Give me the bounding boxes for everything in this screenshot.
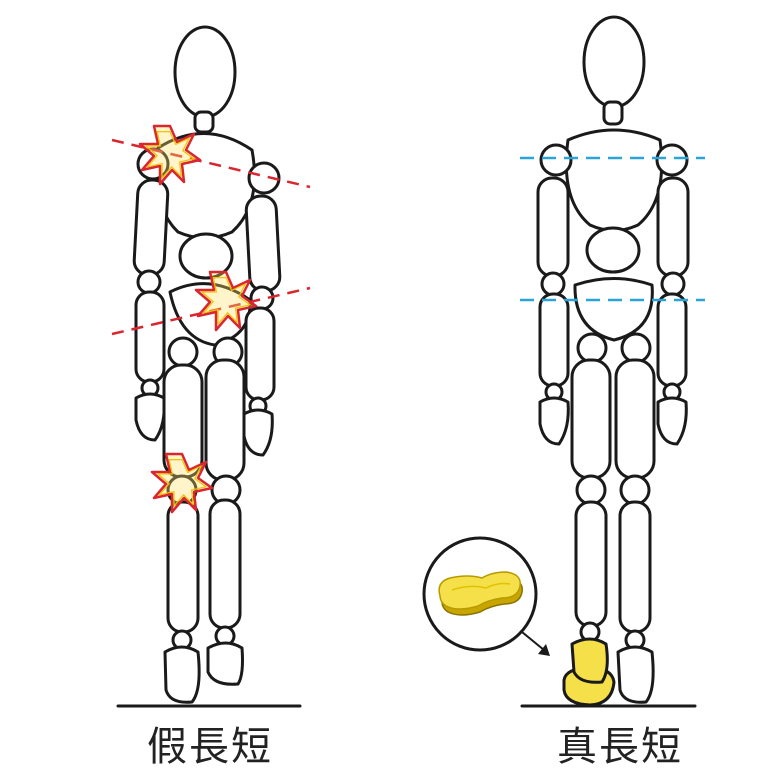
right-foot-l	[570, 637, 609, 684]
left-shin-l	[166, 500, 200, 634]
right-hip-l	[576, 332, 608, 364]
left-hand-l	[134, 392, 166, 442]
left-forearm-r	[244, 306, 276, 402]
left-forearm-l	[134, 290, 166, 384]
insole-foot	[562, 637, 616, 707]
left-hip-l	[167, 336, 199, 368]
left-head	[173, 25, 237, 119]
left-neck	[193, 110, 215, 134]
shoulder-tilt-line	[111, 138, 311, 189]
left-figure	[116, 25, 302, 708]
right-pelvis	[573, 277, 654, 342]
right-forearm-r	[656, 292, 688, 388]
left-hand-r	[242, 408, 274, 457]
right-figure	[520, 15, 697, 708]
right-abdomen	[585, 226, 641, 274]
right-foot-r	[616, 645, 655, 704]
left-elbow-l	[136, 269, 162, 295]
left-abdomen	[178, 232, 234, 280]
right-forearm-l	[538, 292, 570, 388]
right-chest	[564, 128, 664, 232]
left-shin-r	[208, 498, 242, 630]
left-thigh-r	[204, 358, 246, 482]
right-knee-r	[619, 474, 651, 506]
insole-callout	[422, 536, 550, 656]
right-thigh-l	[570, 358, 612, 480]
callout-arrow-head	[538, 644, 550, 656]
right-elbow-l	[540, 271, 566, 297]
right-thigh-r	[614, 358, 656, 480]
right-hand-r	[656, 396, 688, 446]
right-hip-r	[620, 332, 652, 364]
right-shoulder-right	[655, 143, 689, 177]
left-shoulder-right	[247, 161, 281, 195]
right-level-lines	[520, 156, 705, 302]
caption-true-length: 真長短	[557, 724, 683, 770]
right-head	[582, 15, 646, 109]
right-upper-arm-r	[656, 176, 690, 278]
insole-icon	[438, 571, 523, 616]
left-foot-l	[163, 645, 201, 704]
right-knee-l	[575, 474, 607, 506]
right-neck	[602, 100, 624, 126]
right-shin-l	[574, 500, 608, 628]
right-shin-r	[618, 500, 652, 634]
left-upper-arm-l	[132, 178, 170, 277]
right-upper-arm-l	[536, 176, 570, 278]
caption-false-length: 假長短	[147, 724, 273, 770]
right-elbow-r	[660, 271, 686, 297]
right-shoulder-left	[539, 143, 573, 177]
right-hand-l	[538, 396, 570, 446]
left-foot-r	[206, 641, 244, 686]
callout-arrow-line	[521, 631, 545, 651]
left-upper-arm-r	[244, 194, 282, 293]
